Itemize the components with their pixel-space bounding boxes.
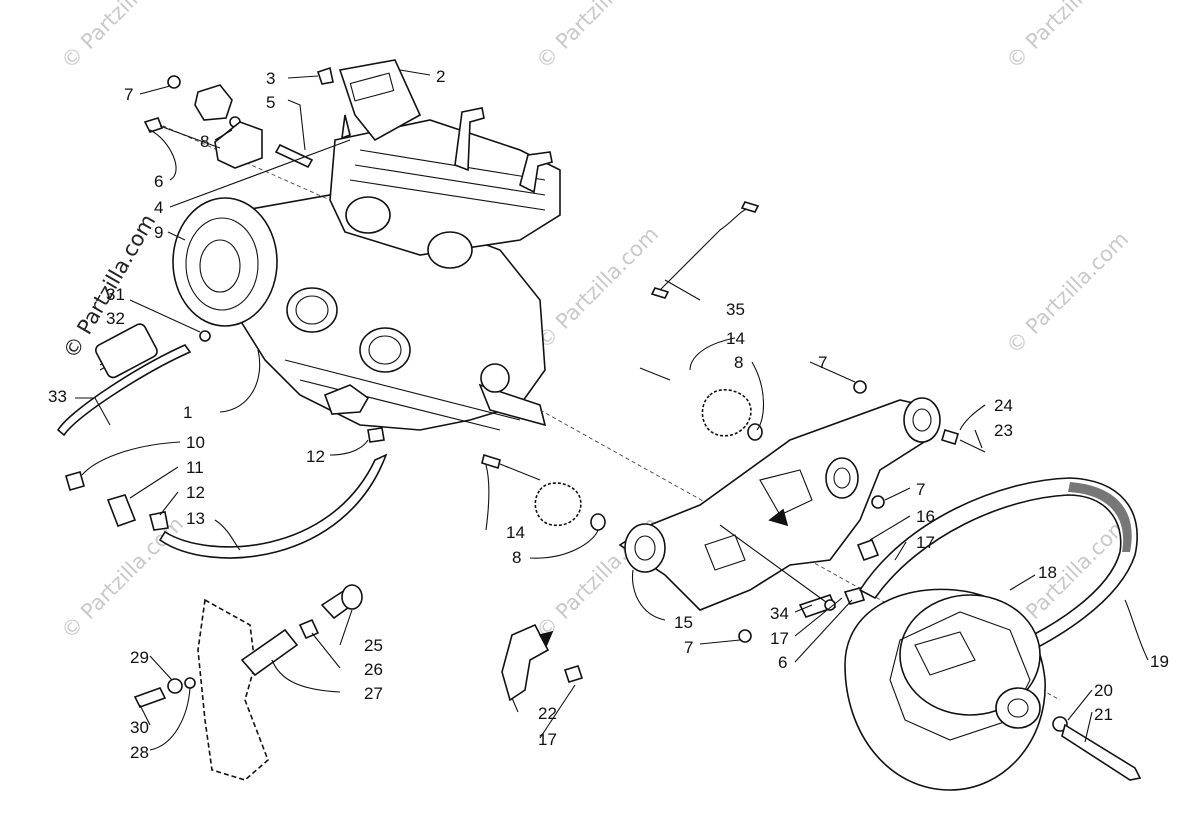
callout-8: 8 bbox=[512, 548, 521, 567]
callout-4: 4 bbox=[154, 198, 163, 217]
callout-6: 6 bbox=[778, 653, 787, 672]
callout-17: 17 bbox=[916, 533, 935, 552]
callout-12: 12 bbox=[306, 447, 325, 466]
callout-17: 17 bbox=[538, 730, 557, 749]
callout-labels: 1 2 3 4 5 6 7 8 9 10 11 12 13 12 14 8 7 … bbox=[48, 67, 1169, 762]
standoff-parts bbox=[133, 584, 363, 781]
watermark: © Partzilla.com bbox=[532, 0, 664, 74]
callout-8: 8 bbox=[734, 353, 743, 372]
callout-34: 34 bbox=[770, 604, 789, 623]
callout-13: 13 bbox=[186, 509, 205, 528]
leader-lines bbox=[75, 69, 1149, 751]
callout-11: 11 bbox=[186, 458, 204, 477]
callout-29: 29 bbox=[130, 648, 149, 667]
callout-27: 27 bbox=[364, 684, 383, 703]
watermark: © Partzilla.com bbox=[1002, 0, 1134, 74]
callout-6: 6 bbox=[154, 172, 163, 191]
watermark: © Partzilla.com bbox=[1002, 227, 1134, 359]
callout-16: 16 bbox=[916, 507, 935, 526]
callout-26: 26 bbox=[364, 660, 383, 679]
callout-7: 7 bbox=[818, 353, 827, 372]
callout-24: 24 bbox=[994, 396, 1013, 415]
watermark: © Partzilla.com bbox=[57, 0, 189, 74]
callout-31: 31 bbox=[106, 285, 125, 304]
callout-1: 1 bbox=[183, 403, 192, 422]
watermark: © Partzilla.com bbox=[57, 512, 189, 644]
callout-15: 15 bbox=[674, 613, 693, 632]
callout-14: 14 bbox=[506, 523, 525, 542]
hose-and-fittings bbox=[56, 323, 388, 559]
callout-21: 21 bbox=[1094, 705, 1113, 724]
watermark: © Partzilla.com bbox=[532, 222, 664, 354]
callout-8: 8 bbox=[200, 132, 209, 151]
engine-drawing bbox=[149, 107, 1061, 701]
callout-22: 22 bbox=[538, 704, 557, 723]
clutch-and-belt bbox=[844, 477, 1142, 791]
callout-20: 20 bbox=[1094, 681, 1113, 700]
callout-7: 7 bbox=[124, 85, 133, 104]
callout-12: 12 bbox=[186, 483, 205, 502]
callout-23: 23 bbox=[994, 421, 1013, 440]
callout-10: 10 bbox=[186, 433, 205, 452]
callout-5: 5 bbox=[266, 93, 275, 112]
callout-14: 14 bbox=[726, 329, 745, 348]
callout-7: 7 bbox=[684, 638, 693, 657]
callout-9: 9 bbox=[154, 223, 163, 242]
callout-19: 19 bbox=[1150, 652, 1169, 671]
callout-28: 28 bbox=[130, 743, 149, 762]
callout-33: 33 bbox=[48, 387, 67, 406]
callout-3: 3 bbox=[266, 69, 275, 88]
callout-18: 18 bbox=[1038, 563, 1057, 582]
callout-25: 25 bbox=[364, 636, 383, 655]
bracket-22 bbox=[501, 623, 584, 702]
callout-2: 2 bbox=[436, 67, 445, 86]
ground-wire bbox=[650, 201, 760, 299]
callout-17: 17 bbox=[770, 629, 789, 648]
callout-35: 35 bbox=[726, 300, 745, 319]
callout-30: 30 bbox=[130, 718, 149, 737]
callout-7: 7 bbox=[916, 480, 925, 499]
callout-32: 32 bbox=[106, 309, 125, 328]
mount-plate bbox=[481, 367, 986, 643]
